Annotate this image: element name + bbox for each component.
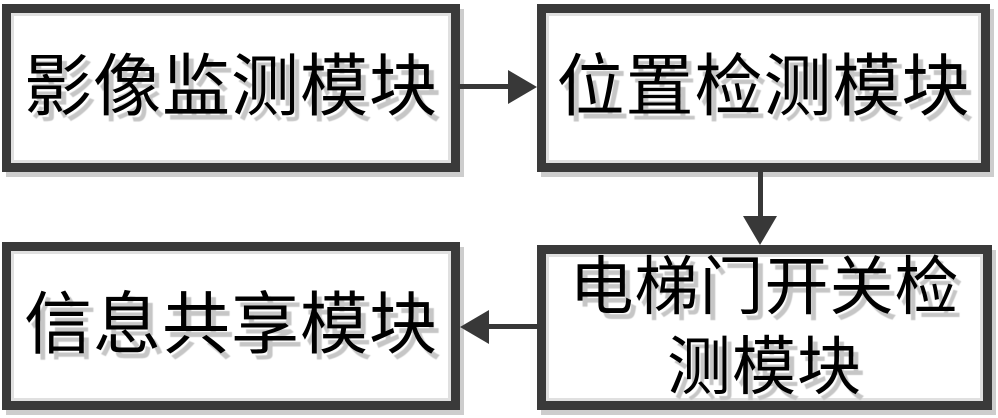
module-label-elevator-door-switch-detection-line2: 测模块 <box>667 330 862 405</box>
module-box-information-sharing: 信息共享模块 <box>2 242 460 410</box>
down-arrow-icon <box>743 216 777 245</box>
module-label-information-sharing: 信息共享模块 <box>23 286 438 365</box>
left-arrow-icon <box>460 310 489 344</box>
module-box-elevator-door-switch-detection: 电梯门开关检 测模块 <box>537 245 992 410</box>
module-label-position-detection: 位置检测模块 <box>556 48 971 127</box>
module-box-position-detection: 位置检测模块 <box>537 4 990 172</box>
right-arrow-icon <box>508 70 537 104</box>
arrow-line <box>758 170 763 220</box>
module-box-image-monitoring: 影像监测模块 <box>2 4 460 172</box>
module-label-image-monitoring: 影像监测模块 <box>23 48 438 127</box>
module-label-elevator-door-switch-detection-line1: 电梯门开关检 <box>569 250 960 325</box>
arrow-line <box>484 324 539 329</box>
arrow-line <box>458 84 513 89</box>
